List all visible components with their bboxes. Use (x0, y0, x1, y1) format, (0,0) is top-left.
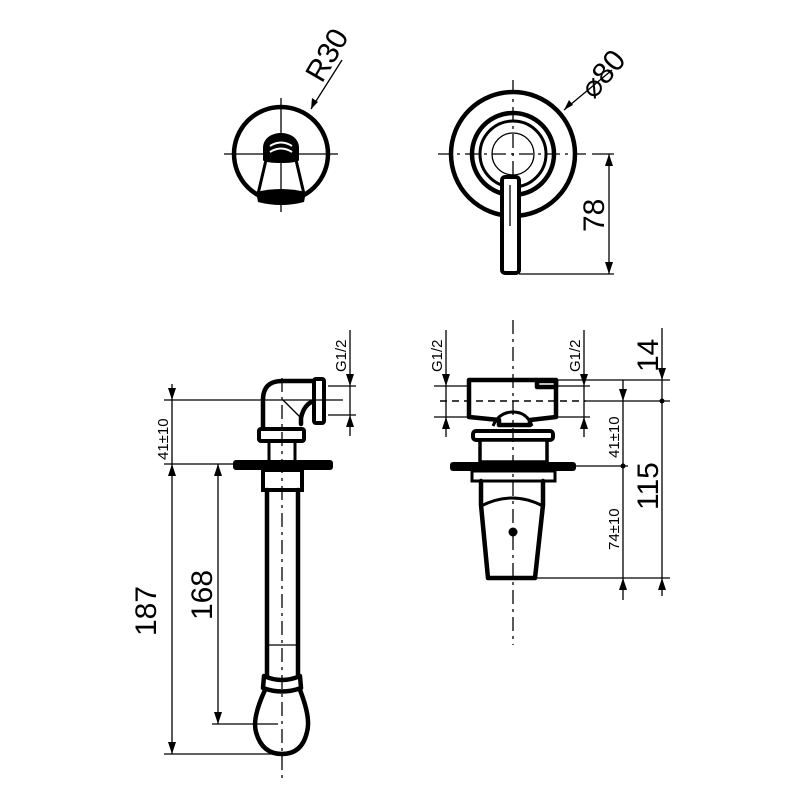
spout-side-view: G1/2 41±10 187 168 (130, 330, 356, 778)
lever-height-label: 78 (578, 199, 611, 232)
mixer-top-offset-label: 14 (632, 339, 665, 372)
mixer-thread-right-label: G1/2 (567, 339, 584, 372)
mixer-front-view: ⌀80 78 (438, 44, 632, 275)
r30-label: R30 (299, 23, 355, 87)
spout-thread-label: G1/2 (333, 339, 350, 372)
mixer-side-view: G1/2 G1/2 14 41±10 74±10 115 (429, 320, 670, 645)
spout-front-view: R30 (224, 23, 356, 212)
diameter-leader-line (563, 69, 613, 111)
spout-reach-label: 168 (186, 570, 219, 620)
mixer-thread-left-label: G1/2 (429, 339, 446, 372)
mixer-wall-offset-label: 41±10 (606, 416, 623, 458)
diameter-label: ⌀80 (574, 44, 632, 105)
spout-wall-offset-label: 41±10 (155, 418, 172, 460)
spout-total-projection-label: 187 (130, 586, 163, 636)
mixer-body-projection-label: 74±10 (606, 508, 623, 550)
mixer-total-projection-label: 115 (632, 462, 665, 510)
